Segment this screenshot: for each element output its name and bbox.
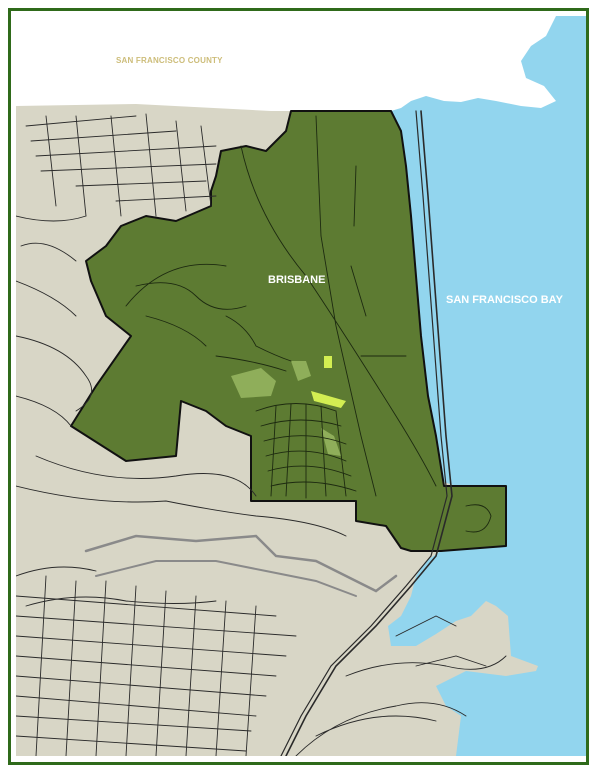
bay-water [388,16,586,756]
highlight-area [324,356,332,368]
san-francisco-county-area [16,16,556,111]
map-canvas [16,16,586,756]
highlight-area [311,391,346,408]
park-area [231,368,276,398]
park-area [321,428,341,456]
bay-label: SAN FRANCISCO BAY [446,294,563,306]
county-label: SAN FRANCISCO COUNTY [116,56,223,65]
street-network [16,110,507,756]
city-label: BRISBANE [268,274,326,286]
map-area: SAN FRANCISCO COUNTY BRISBANE SAN FRANCI… [16,16,586,756]
park-area [291,361,311,381]
